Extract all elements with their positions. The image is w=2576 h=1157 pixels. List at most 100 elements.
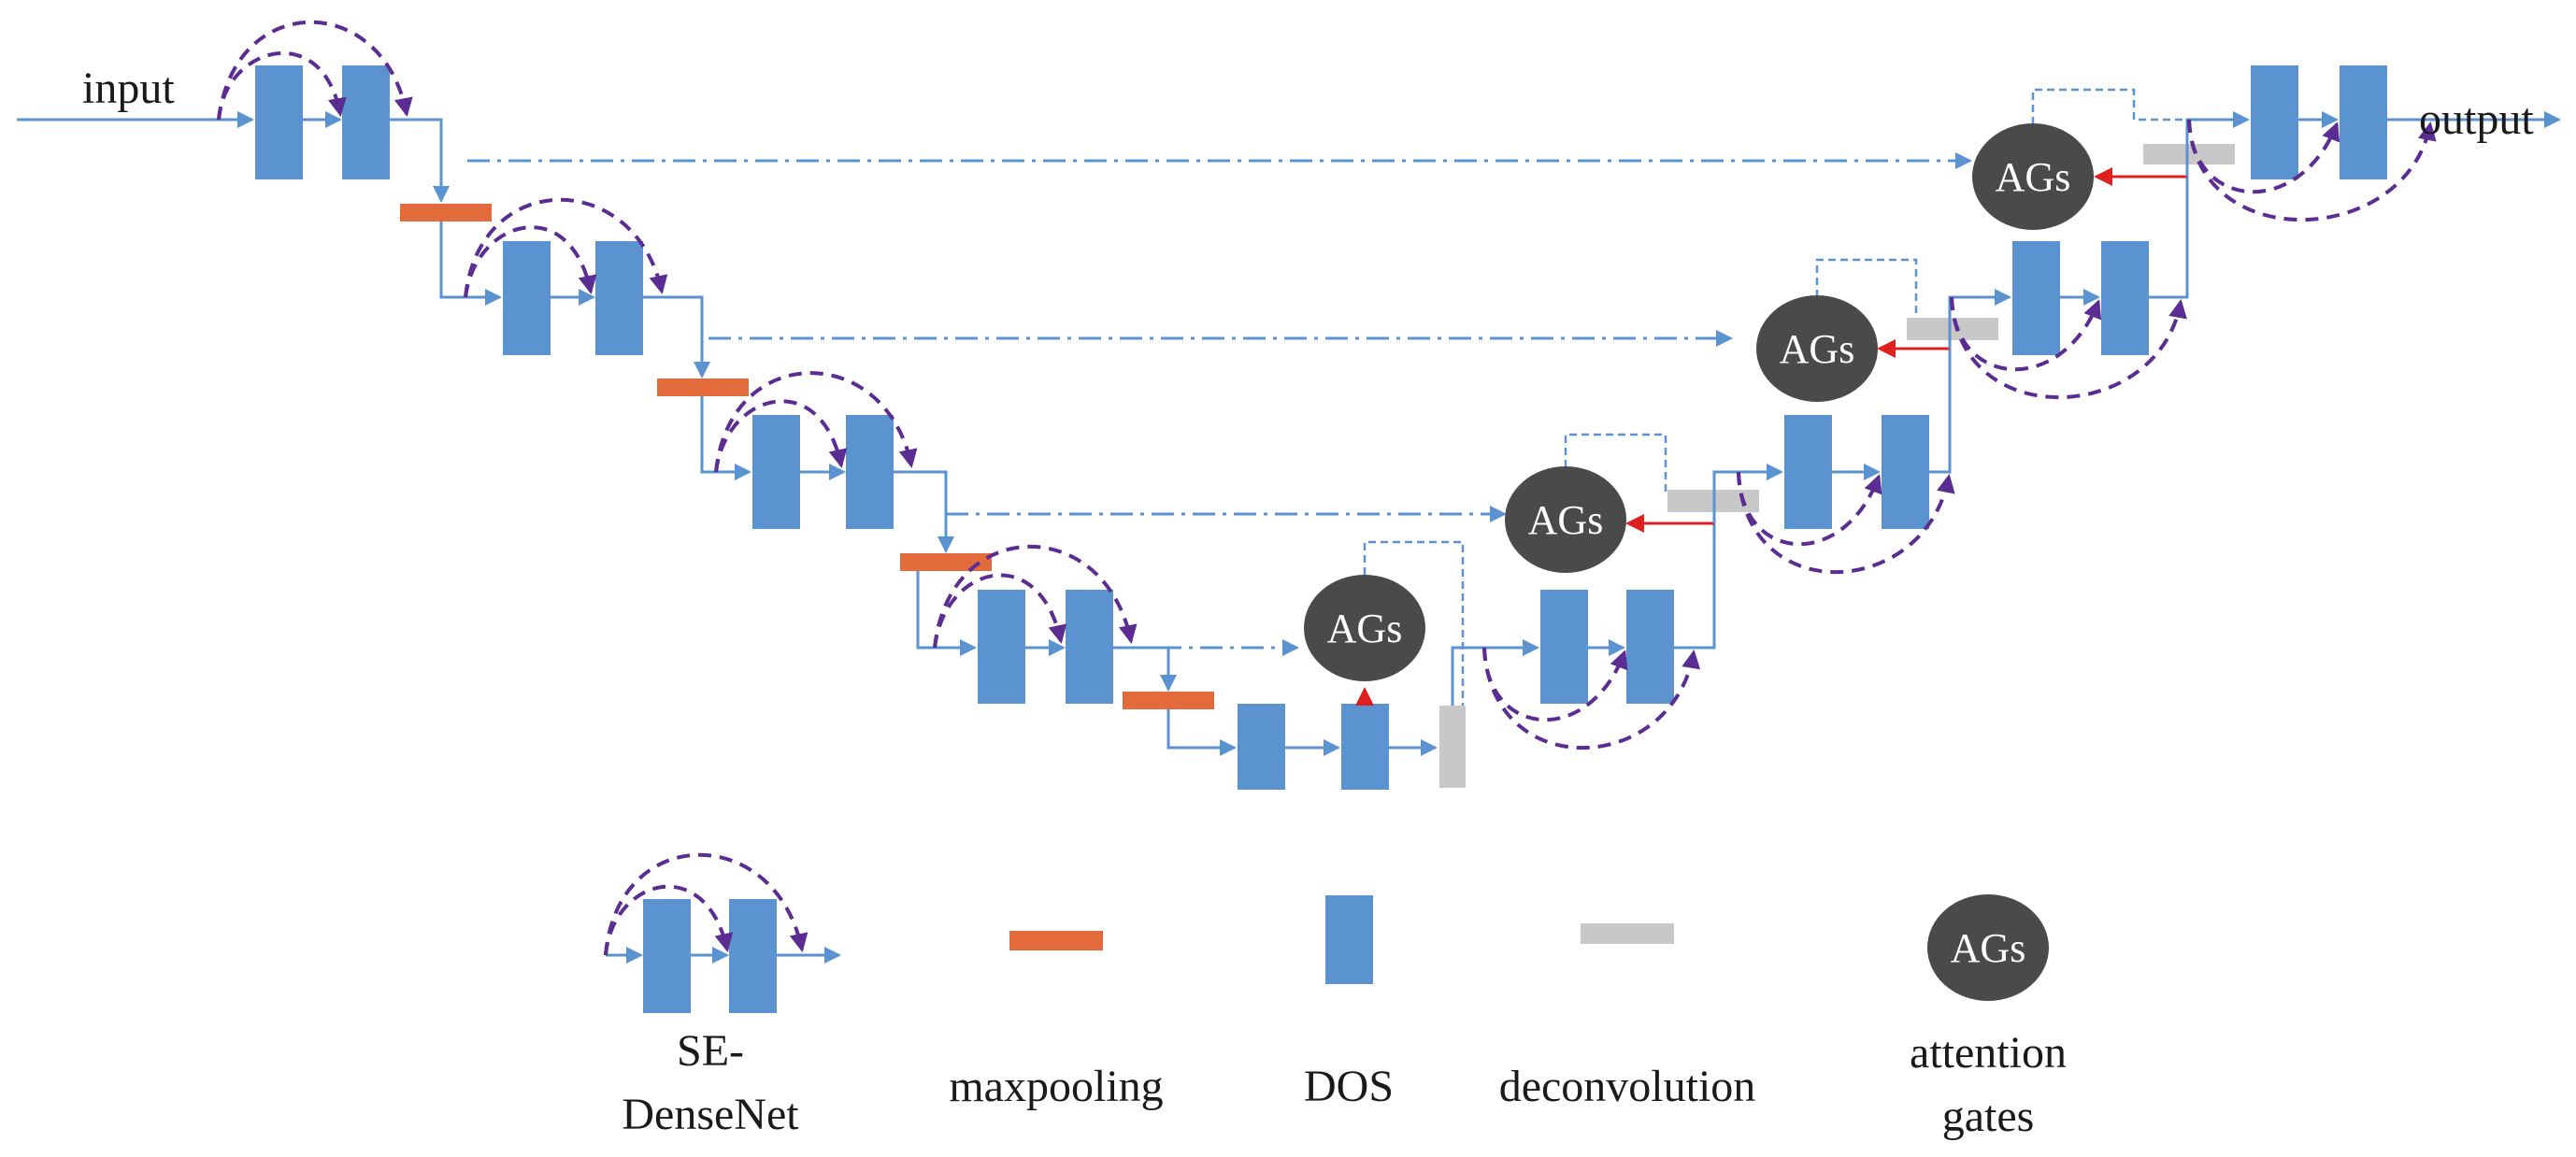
deconvolution-bar	[1439, 706, 1466, 788]
dense-skip-arc	[714, 371, 918, 473]
output-label: output	[2419, 94, 2534, 144]
dos-block	[2340, 65, 2387, 179]
dense-skip-arc	[217, 20, 413, 121]
dos-block	[1882, 415, 1929, 529]
legend-label-deconvolution: deconvolution	[1499, 1062, 1756, 1111]
bottleneck	[1166, 687, 1466, 790]
skip-connections	[467, 152, 1972, 656]
dos-block	[846, 415, 894, 529]
attention-gate-3: AGs	[1505, 433, 1667, 573]
dos-block	[729, 899, 777, 1013]
dos-block	[1341, 704, 1389, 790]
deconvolution-bar	[2143, 144, 2235, 164]
flow-line	[1451, 639, 1539, 706]
legend-maxpooling: maxpooling	[949, 931, 1164, 1111]
maxpooling-bar	[400, 204, 492, 221]
input-label: input	[82, 64, 175, 113]
flow-line	[894, 470, 954, 553]
ags-label: AGs	[1951, 925, 2026, 971]
maxpooling-bar	[1009, 931, 1103, 950]
dos-block	[255, 65, 303, 179]
legend-label-attention-1: attention	[1910, 1028, 2067, 1078]
maxpooling-bar	[1123, 692, 1214, 709]
dense-skip-arc	[1482, 647, 1701, 750]
dos-block	[1540, 590, 1588, 704]
dense-skip-arc	[464, 225, 597, 298]
dos-block	[1626, 590, 1674, 704]
dos-block	[1066, 590, 1113, 704]
flow-line	[439, 221, 502, 306]
legend-se-densenet: SE- DenseNet	[604, 852, 841, 1139]
gate-output-line	[1564, 433, 1667, 495]
dos-block	[2251, 65, 2298, 179]
legend-label-dos: DOS	[1304, 1062, 1394, 1111]
decoder-level-2	[1948, 144, 2235, 400]
dos-block	[2012, 241, 2060, 355]
flow-line	[643, 295, 710, 379]
flow-line	[1712, 464, 1783, 523]
dos-block	[595, 241, 643, 355]
dense-skip-arc	[1737, 471, 1955, 575]
attention-gate-2: AGs	[1756, 258, 1918, 402]
deconvolution-bar	[1907, 318, 1998, 340]
gate-output-line	[1363, 540, 1465, 706]
flow-line	[1929, 349, 1952, 474]
flow-line	[390, 118, 450, 203]
legend-deconvolution: deconvolution	[1499, 923, 1756, 1111]
legend-label-attention-2: gates	[1942, 1092, 2035, 1141]
legend: SE- DenseNet maxpooling DOS deconvolutio…	[604, 852, 2067, 1141]
maxpooling-bar	[900, 553, 992, 571]
dense-skip-arc	[933, 573, 1067, 649]
decoder-level-3	[1712, 318, 1998, 575]
dos-block	[1784, 415, 1832, 529]
maxpooling-bar	[657, 379, 749, 396]
flow-line	[2185, 111, 2250, 177]
flow-line	[1166, 709, 1237, 756]
input-section: input	[17, 64, 254, 128]
encoder-level-3	[700, 371, 992, 571]
dense-skip-arc	[1950, 296, 2187, 400]
ags-label: AGs	[1327, 606, 1403, 651]
ags-label: AGs	[1780, 326, 1855, 372]
encoder-level-2	[439, 197, 749, 396]
encoder-level-4	[916, 544, 1214, 709]
legend-label-maxpooling: maxpooling	[949, 1062, 1163, 1111]
decoder-level-4	[1451, 490, 1759, 750]
dos-block	[503, 241, 551, 355]
flow-line	[1948, 289, 2011, 349]
ags-label: AGs	[1996, 154, 2071, 200]
ags-node	[1756, 295, 1878, 402]
attention-gate-4: AGs	[1304, 540, 1465, 706]
decoder-level-1: output	[2185, 65, 2561, 222]
gate-output-line	[1815, 258, 1918, 320]
dense-skip-arc	[604, 852, 809, 956]
dos-block	[1238, 704, 1285, 790]
ags-label: AGs	[1528, 497, 1604, 543]
dos-block	[752, 415, 800, 529]
dense-skip-arc	[714, 399, 848, 473]
flow-line	[1674, 523, 1716, 650]
dos-block	[978, 590, 1025, 704]
dos-block	[342, 65, 390, 179]
dos-block	[1325, 895, 1373, 984]
legend-dos: DOS	[1304, 895, 1394, 1111]
dense-skip-arc	[2187, 119, 2437, 222]
legend-label-se-densenet-1: SE-	[677, 1026, 744, 1076]
ags-node	[1927, 894, 2049, 1001]
dos-block	[643, 899, 691, 1013]
flow-line	[700, 396, 751, 480]
dense-skip-arc	[604, 884, 734, 956]
ags-node	[1505, 466, 1626, 573]
encoder-level-1	[217, 20, 492, 221]
attention-gate-1: AGs	[1972, 88, 2187, 230]
ags-node	[1304, 575, 1425, 681]
flow-line	[2149, 177, 2189, 299]
flow-line	[916, 571, 977, 656]
legend-label-se-densenet-2: DenseNet	[622, 1090, 799, 1139]
deconvolution-bar	[1581, 923, 1674, 944]
ags-node	[1972, 123, 2094, 230]
gate-output-line	[2031, 88, 2187, 124]
dos-block	[2101, 241, 2149, 355]
dense-skip-arc	[933, 544, 1138, 649]
